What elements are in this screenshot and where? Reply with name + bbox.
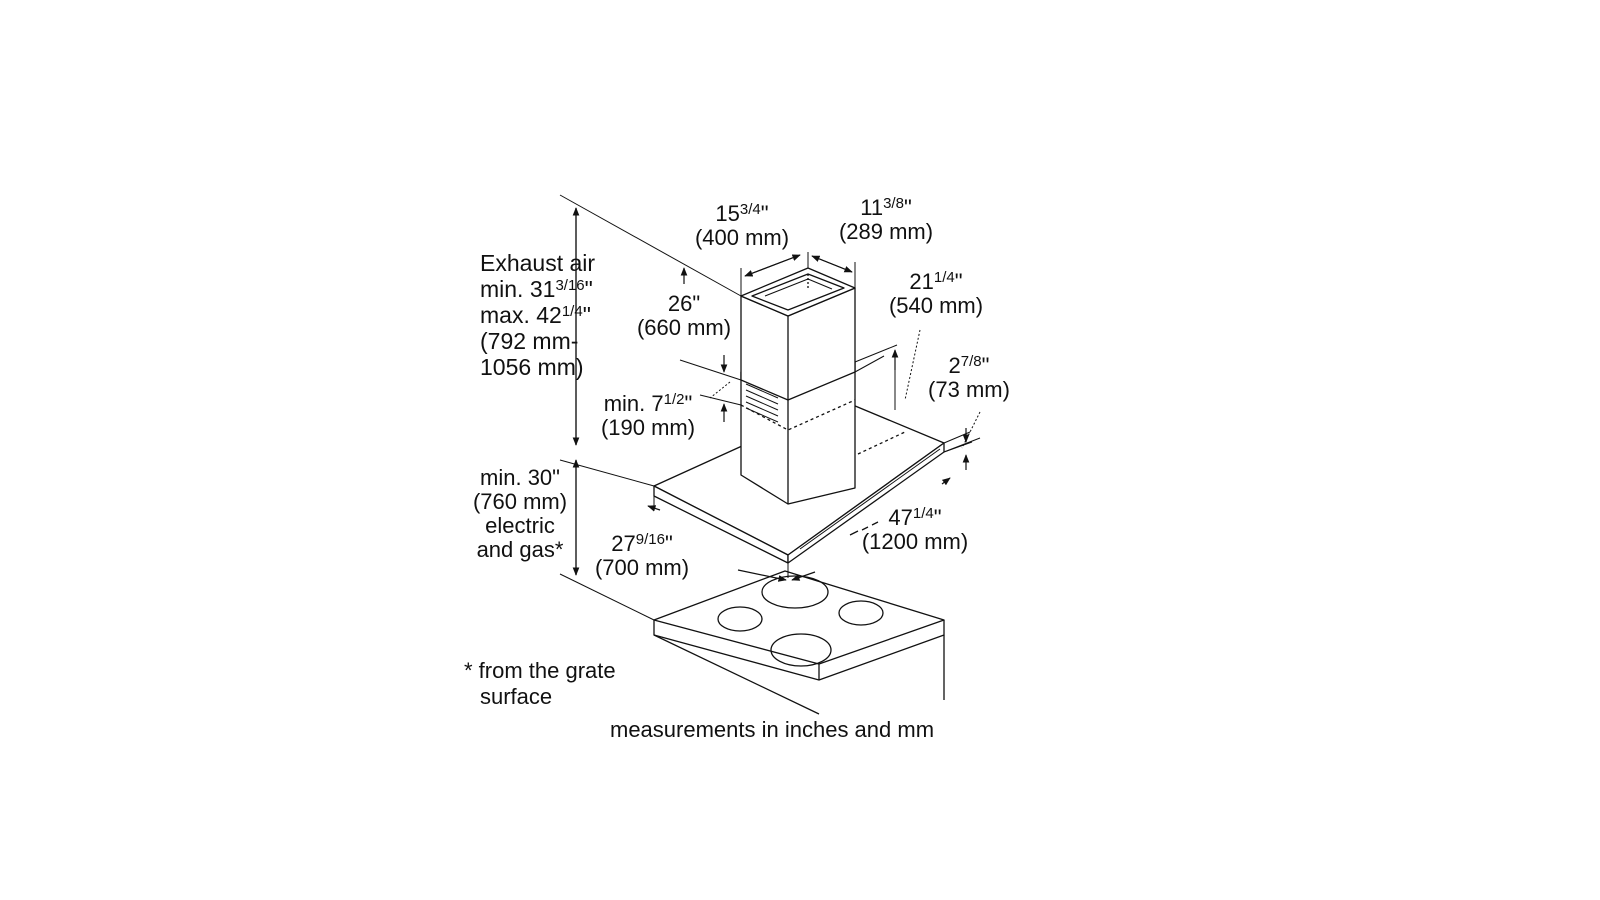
chimney-width-metric: (400 mm) <box>694 225 790 250</box>
clearance-label: min. 30" (760 mm) electric and gas* <box>462 466 578 562</box>
chimney-depth-frac: 3/8 <box>883 195 904 212</box>
clearance-line2: (760 mm) <box>472 489 568 514</box>
cooktop <box>653 570 945 715</box>
hood-front-frac: 9/16 <box>635 531 665 548</box>
burner-front <box>770 633 832 667</box>
overlap-metric: (190 mm) <box>600 415 696 440</box>
exhaust-max: max. 42 <box>480 302 562 328</box>
hood-width-label: 471/4" (1200 mm) <box>850 506 980 554</box>
exhaust-line5: 1056 mm) <box>480 354 584 380</box>
hood-depth-frac: 1/4 <box>933 269 955 286</box>
hood-thickness-frac: 7/8 <box>960 353 982 370</box>
hood-thickness-unit: " <box>981 353 990 378</box>
exhaust-line4: (792 mm- <box>480 328 579 354</box>
exhaust-max-unit: " <box>582 302 591 328</box>
chimney-width-whole: 15 <box>715 201 740 226</box>
exhaust-min: min. 31 <box>480 276 556 302</box>
exhaust-min-frac: 3/16 <box>555 277 585 294</box>
exhaust-line1: Exhaust air <box>480 250 596 276</box>
hood-front-metric: (700 mm) <box>594 555 690 580</box>
overlap-prefix: min. 7 <box>603 391 664 416</box>
hood-depth-metric: (540 mm) <box>888 293 984 318</box>
chimney-depth-unit: " <box>903 195 912 220</box>
chimney-depth-label: 113/8" (289 mm) <box>826 196 946 244</box>
footnote: * from the grate surface <box>464 658 616 710</box>
chimney-upper-label: 26" (660 mm) <box>626 292 742 340</box>
chimney-width-label: 153/4" (400 mm) <box>684 202 800 250</box>
hood-depth-label: 211/4" (540 mm) <box>876 270 996 318</box>
measurement-caption: measurements in inches and mm <box>610 717 935 742</box>
chimney-depth-whole: 11 <box>860 195 884 220</box>
clearance-line4: and gas* <box>476 537 564 562</box>
chimney-width-unit: " <box>760 201 769 226</box>
exhaust-max-frac: 1/4 <box>561 303 583 320</box>
hood-front-unit: " <box>664 531 673 556</box>
burner-right <box>838 600 884 626</box>
overlap-frac: 1/2 <box>663 391 685 408</box>
hood-depth-unit: " <box>954 269 963 294</box>
chimney-depth-metric: (289 mm) <box>838 219 934 244</box>
overlap-unit: " <box>684 391 693 416</box>
footnote-line2: surface <box>480 684 553 709</box>
chimney-upper <box>740 267 856 401</box>
hood-width-unit: " <box>933 505 942 530</box>
burner-left <box>717 606 763 632</box>
chimney-width-frac: 3/4 <box>739 201 761 218</box>
exhaust-min-unit: " <box>584 276 593 302</box>
clearance-line3: electric <box>485 513 555 538</box>
hood-depth-whole: 21 <box>909 269 934 294</box>
overlap-label: min. 71/2" (190 mm) <box>588 392 708 440</box>
hood-thickness-metric: (73 mm) <box>928 377 1010 402</box>
hood-front-label: 279/16" (700 mm) <box>584 532 700 580</box>
hood-width-metric: (1200 mm) <box>861 529 969 554</box>
exhaust-air-label: Exhaust air min. 313/16" max. 421/4" (79… <box>480 250 595 380</box>
chimney-upper-metric: (660 mm) <box>636 315 732 340</box>
hood-front-whole: 27 <box>611 531 636 556</box>
footnote-line1: * from the grate <box>464 658 616 683</box>
hood-width-whole: 47 <box>888 505 913 530</box>
hood-width-frac: 1/4 <box>912 505 934 522</box>
hood-thickness-label: 27/8" (73 mm) <box>916 354 1022 402</box>
vent-slots <box>745 383 779 423</box>
dimension-arrows <box>572 207 970 582</box>
clearance-line1: min. 30" <box>480 465 560 490</box>
chimney-upper-imperial: 26" <box>667 291 701 316</box>
hood-thickness-whole: 2 <box>948 353 961 378</box>
